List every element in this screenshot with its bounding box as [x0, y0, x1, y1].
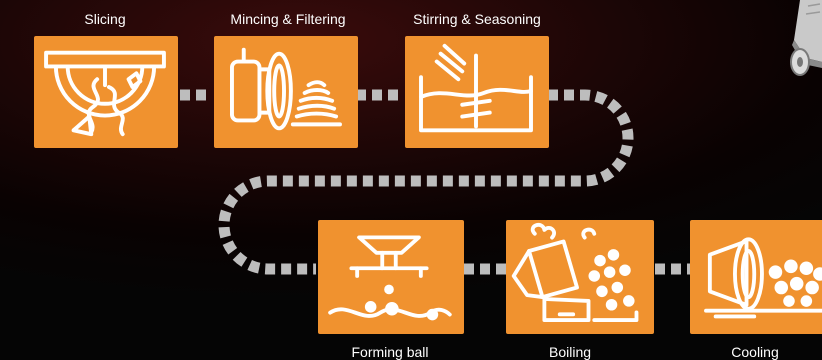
step-label-cooling: Cooling	[731, 344, 778, 360]
step-label-slicing: Slicing	[84, 11, 125, 27]
step-tile-boiling	[506, 220, 654, 334]
step-tile-stirring	[405, 36, 549, 148]
step-label-mincing: Mincing & Filtering	[230, 11, 345, 27]
step-label-forming: Forming ball	[351, 344, 428, 360]
step-label-stirring: Stirring & Seasoning	[413, 11, 541, 27]
step-tile-forming	[318, 220, 464, 334]
step-tile-cooling	[690, 220, 822, 334]
step-label-boiling: Boiling	[549, 344, 591, 360]
cooler-icon	[690, 220, 822, 330]
mincer-icon	[214, 36, 356, 146]
machine-illustration	[770, 0, 822, 82]
step-tile-mincing	[214, 36, 358, 148]
boiler-icon	[506, 220, 648, 330]
slicer-icon	[34, 36, 176, 146]
ball-former-icon	[318, 220, 460, 330]
mixer-icon	[405, 36, 547, 146]
step-tile-slicing	[34, 36, 178, 148]
